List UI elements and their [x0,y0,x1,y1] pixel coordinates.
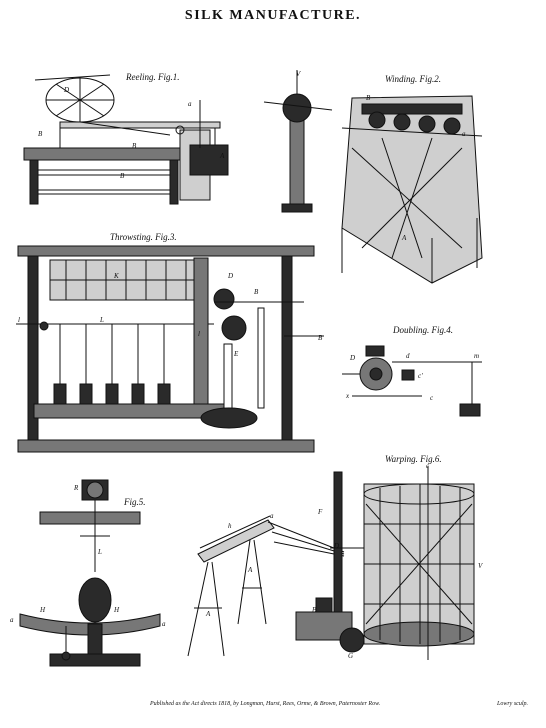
svg-text:A: A [205,610,211,618]
svg-text:H: H [113,606,120,614]
fig6-label: Warping. Fig.6. [385,454,442,464]
svg-text:B: B [312,606,317,614]
svg-text:a: a [162,620,166,628]
svg-text:m: m [474,352,479,360]
svg-text:H: H [39,606,46,614]
svg-text:D: D [227,272,233,280]
svg-text:a: a [270,512,274,520]
svg-text:F: F [317,508,323,516]
svg-text:V: V [478,562,483,570]
engraver-credit: Lowry sculp. [497,701,529,707]
svg-text:D: D [63,86,69,94]
fig1-label: Reeling. Fig.1. [126,72,180,82]
svg-text:c': c' [418,372,423,380]
fig3-label: Throwsting. Fig.3. [110,232,177,242]
svg-text:R: R [73,484,79,492]
fig4-label: Doubling. Fig.4. [393,325,453,335]
svg-text:K: K [113,272,119,280]
svg-text:G: G [348,652,353,660]
svg-text:d: d [406,352,410,360]
svg-text:V: V [296,70,301,78]
svg-text:A: A [219,152,225,160]
fig5-illustration: R L H H a a [10,479,166,667]
svg-text:B: B [38,130,43,138]
svg-text:a: a [462,130,466,138]
svg-text:B: B [132,142,137,150]
svg-text:A: A [247,566,253,574]
fig3-throwsting-illustration: K L D B E B l l [16,245,324,453]
svg-text:x: x [345,392,350,400]
frame-on-trestles-illustration: A A h a [187,512,345,657]
svg-text:l: l [18,316,20,324]
publisher-imprint: Published as the Act directs 1818, by Lo… [150,701,381,707]
svg-text:c: c [430,394,434,402]
svg-text:h: h [228,522,232,530]
svg-text:L: L [99,316,104,324]
fig2-winding-illustration: V B Aa [263,70,483,284]
fig6-warping-illustration: F D B V cG [295,462,483,660]
plate-title: SILK MANUFACTURE. [184,8,362,23]
fig5-label: Fig.5. [124,497,146,507]
svg-text:B: B [318,334,323,342]
svg-text:B: B [366,94,371,102]
svg-text:l: l [198,330,200,338]
fig1-reeling-illustration: D B B B Aa [23,74,229,205]
svg-text:a: a [188,100,192,108]
svg-text:E: E [233,350,239,358]
svg-text:L: L [97,548,102,556]
svg-text:A: A [401,234,407,242]
fig2-label: Winding. Fig.2. [385,74,441,84]
svg-text:D: D [349,354,355,362]
svg-text:a: a [10,616,14,624]
svg-text:B: B [254,288,259,296]
svg-text:c: c [426,462,430,470]
svg-text:B: B [120,172,125,180]
svg-text:D: D [333,542,339,550]
